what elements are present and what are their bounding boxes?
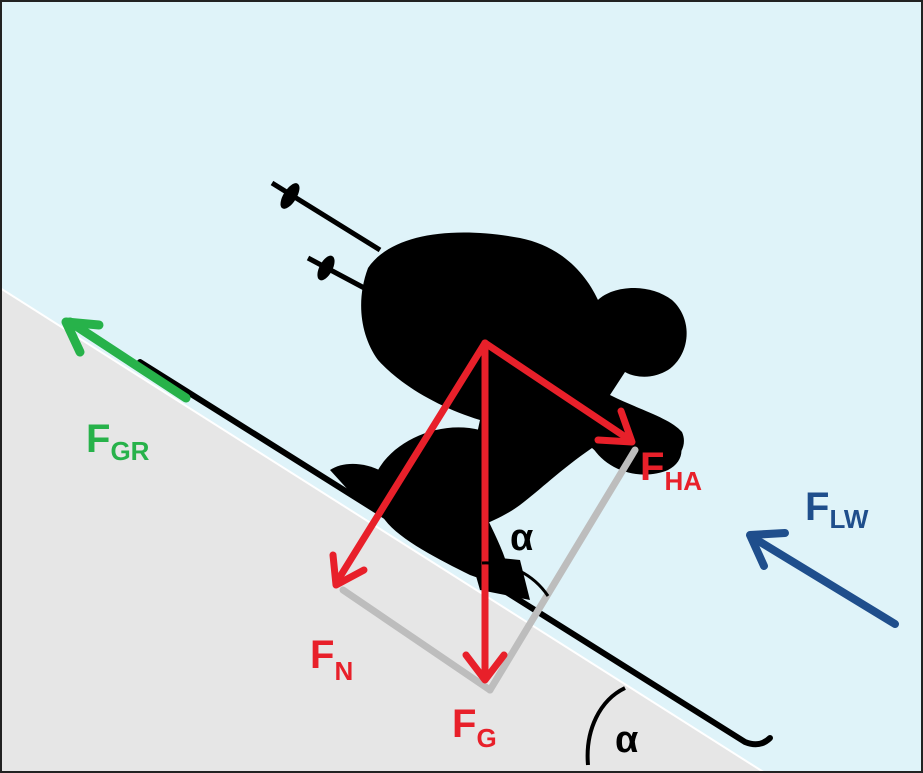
- label-fha: FHA: [640, 445, 702, 496]
- construction-lines: [339, 446, 639, 694]
- label-flw: FLW: [805, 485, 869, 534]
- angle-arc-bottom: [585, 686, 626, 766]
- angle-arc-top: [481, 561, 550, 597]
- label-alpha-bottom: α: [615, 719, 638, 761]
- arrow-fn-head: [329, 551, 368, 589]
- label-fn: FN: [310, 633, 353, 686]
- force-arrows: [61, 317, 899, 684]
- ski: [137, 359, 773, 748]
- construction-line-fn-to-fg: [339, 586, 494, 694]
- arrow-fg-head: [462, 651, 508, 684]
- arrow-flw-shaft: [748, 533, 899, 628]
- arrow-flw-head: [746, 529, 789, 570]
- label-fgr: FGR: [86, 417, 150, 466]
- skier-silhouette: [137, 180, 773, 748]
- arrow-fha-head: [594, 407, 636, 446]
- arrow-fgr-head: [61, 317, 104, 357]
- arrow-fgr-shaft: [65, 317, 191, 403]
- arrow-fha-shaft: [481, 339, 634, 444]
- pole-basket-upper: [280, 183, 300, 209]
- pole-basket-lower: [317, 255, 335, 281]
- arrow-fn-shaft: [334, 339, 489, 584]
- skier-head: [596, 287, 687, 377]
- label-alpha-top: α: [510, 517, 533, 559]
- construction-line-fg-to-fha: [486, 446, 639, 694]
- label-fg: FG: [452, 702, 497, 753]
- slope-edge: [0, 287, 766, 773]
- ski-pole-lower: [306, 255, 370, 293]
